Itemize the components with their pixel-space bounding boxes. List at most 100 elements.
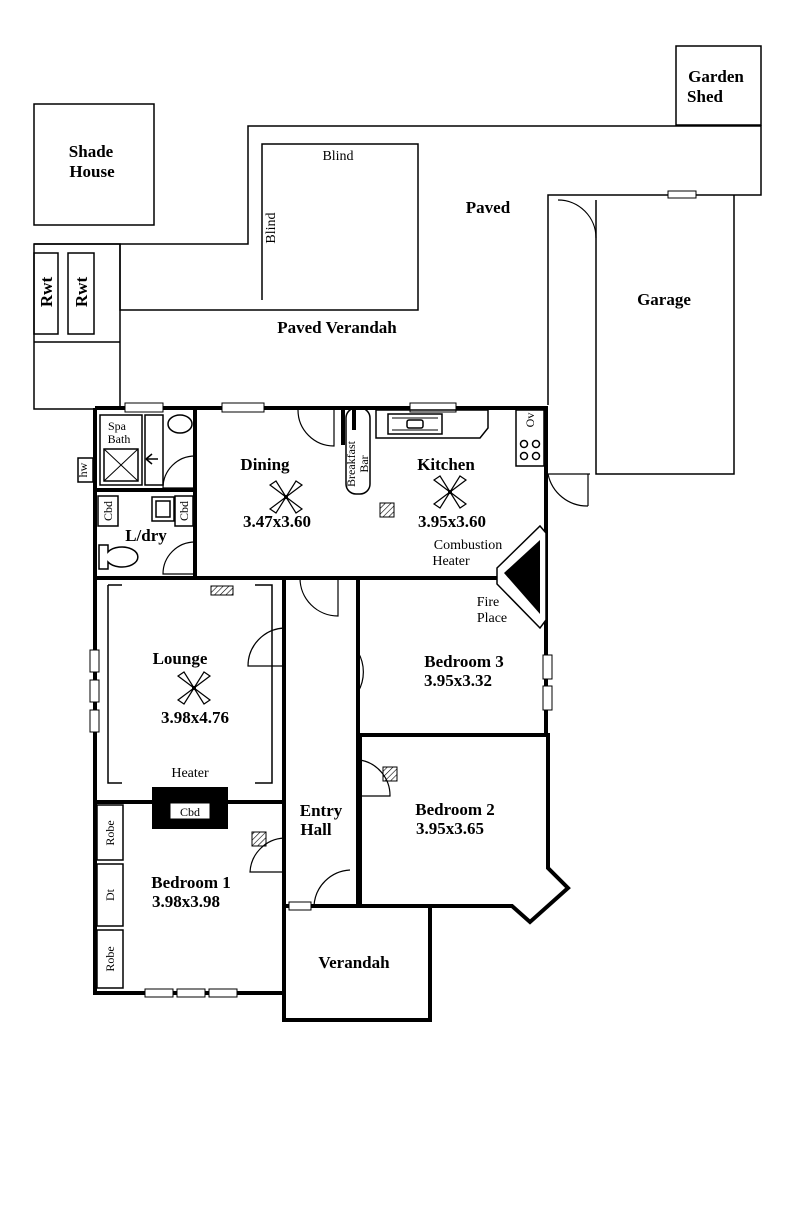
shade-house-label-2: House — [69, 162, 115, 181]
ldry-label: L/dry — [125, 526, 167, 545]
door-dining-verandah — [297, 409, 335, 447]
house-west-wall — [93, 408, 432, 1022]
door-ldry — [162, 541, 196, 575]
robe-top-outline — [96, 804, 124, 861]
cooktop-burner-1 — [519, 439, 529, 449]
blind-side-label: Blind — [264, 212, 279, 243]
window-lounge-3 — [89, 709, 100, 733]
laundry-tub-inner — [155, 500, 171, 518]
breakfast-bar-outline — [345, 407, 371, 495]
window-bed1-3 — [208, 988, 238, 998]
window-entry — [288, 901, 312, 911]
bedroom-2-size: 3.95x3.65 — [416, 819, 484, 838]
garage-door-arc — [557, 199, 597, 239]
toilet — [98, 544, 139, 570]
fire-place-label-1: Fire — [477, 595, 500, 610]
garden-shed-outline — [675, 45, 762, 126]
lounge-label: Lounge — [153, 649, 208, 668]
window-lounge-1 — [89, 649, 100, 673]
oven-outline — [515, 409, 545, 467]
dt-outline — [96, 863, 124, 927]
cbd-left-label: Cbd — [101, 501, 115, 521]
window-bath — [124, 402, 164, 413]
robe-bottom-outline — [96, 929, 124, 989]
breakfast-bar-label-2: Bar — [357, 455, 371, 472]
door-hall-dining — [299, 577, 339, 617]
tank-area — [33, 243, 121, 410]
dining-ceiling-fan-icon — [268, 480, 304, 514]
heater-label: Heater — [171, 766, 209, 781]
window-bed3-1 — [542, 654, 553, 680]
spa-bath-x2 — [103, 448, 139, 482]
window-kitchen — [409, 402, 457, 413]
vent-lounge — [210, 585, 234, 596]
cooktop-burner-3 — [519, 451, 529, 461]
lounge-inner-outline — [107, 585, 122, 784]
window-bed1-2 — [176, 988, 206, 998]
cbd-right-outline — [174, 495, 194, 527]
door-front — [313, 869, 351, 907]
blind-top-label: Blind — [322, 149, 353, 164]
door-bed3 — [357, 651, 364, 695]
breakfast-bar-label-1: Breakfast — [344, 440, 358, 487]
window-lounge-2 — [89, 679, 100, 703]
cooktop-burner-4 — [531, 451, 541, 461]
lounge-inner-outline-3 — [255, 584, 273, 784]
dining-label: Dining — [240, 455, 290, 474]
heater-cbd-label: Cbd — [180, 805, 200, 819]
hw-outline — [77, 457, 94, 483]
fire-place-label-2: Place — [477, 611, 507, 626]
window-dining — [221, 402, 265, 413]
cbd-right-label: Cbd — [177, 501, 191, 521]
kitchen-sink-bowl — [406, 419, 424, 429]
combustion-heater-label-2: Heater — [432, 554, 470, 569]
garden-shed-label-2: Shed — [687, 87, 723, 106]
rwt-2-outline — [67, 252, 95, 335]
entry-hall-label-2: Hall — [300, 820, 331, 839]
robe-bottom-label: Robe — [103, 946, 117, 971]
shower-outline — [144, 414, 164, 486]
garage-outline — [595, 195, 735, 475]
paved-label: Paved — [466, 198, 511, 217]
spa-bath-outline — [99, 414, 143, 486]
entry-hall-label-1: Entry — [300, 801, 343, 820]
rwt-1-outline — [33, 252, 59, 335]
rwt-1-label: Rwt — [37, 277, 56, 308]
spa-bath-label-1: Spa — [108, 419, 127, 433]
bedroom-2-label: Bedroom 2 — [415, 800, 495, 819]
door-lounge — [247, 627, 285, 667]
vent-dining — [379, 502, 395, 518]
garage-label: Garage — [637, 290, 691, 309]
paved-verandah-label: Paved Verandah — [277, 318, 397, 337]
kitchen-ceiling-fan-icon — [432, 475, 468, 509]
bath-arrow — [145, 453, 158, 465]
garden-shed-label-1: Garden — [688, 67, 744, 86]
spa-bath-inner — [103, 448, 139, 482]
window-bed1-1 — [144, 988, 174, 998]
bedroom-3-label: Bedroom 3 — [424, 652, 504, 671]
kitchen-size: 3.95x3.60 — [418, 512, 486, 531]
door-bath — [162, 455, 196, 489]
door-bed1 — [249, 837, 285, 873]
bedroom-1-label: Bedroom 1 — [151, 873, 231, 892]
kitchen-sink — [387, 413, 443, 435]
cbd-left-outline — [97, 495, 119, 527]
window-bed3-2 — [542, 685, 553, 711]
laundry-tub — [151, 496, 175, 522]
dining-size: 3.47x3.60 — [243, 512, 311, 531]
spa-bath-label-2: Bath — [108, 432, 131, 446]
shade-house-outline — [33, 103, 155, 226]
cooktop-burner-2 — [531, 439, 541, 449]
hw-label: hw — [76, 462, 90, 477]
kitchen-label: Kitchen — [417, 455, 475, 474]
garage-vent — [667, 190, 697, 199]
heater-cbd-box — [169, 802, 211, 820]
garage-side-door-arc — [547, 473, 589, 507]
bedroom-1-size: 3.98x3.98 — [152, 892, 220, 911]
vent-bed2 — [382, 766, 398, 782]
dt-label: Dt — [103, 888, 117, 901]
basin-bath — [167, 414, 193, 434]
kitchen-bench — [375, 409, 489, 439]
robe-top-label: Robe — [103, 820, 117, 845]
rwt-2-label: Rwt — [72, 277, 91, 308]
